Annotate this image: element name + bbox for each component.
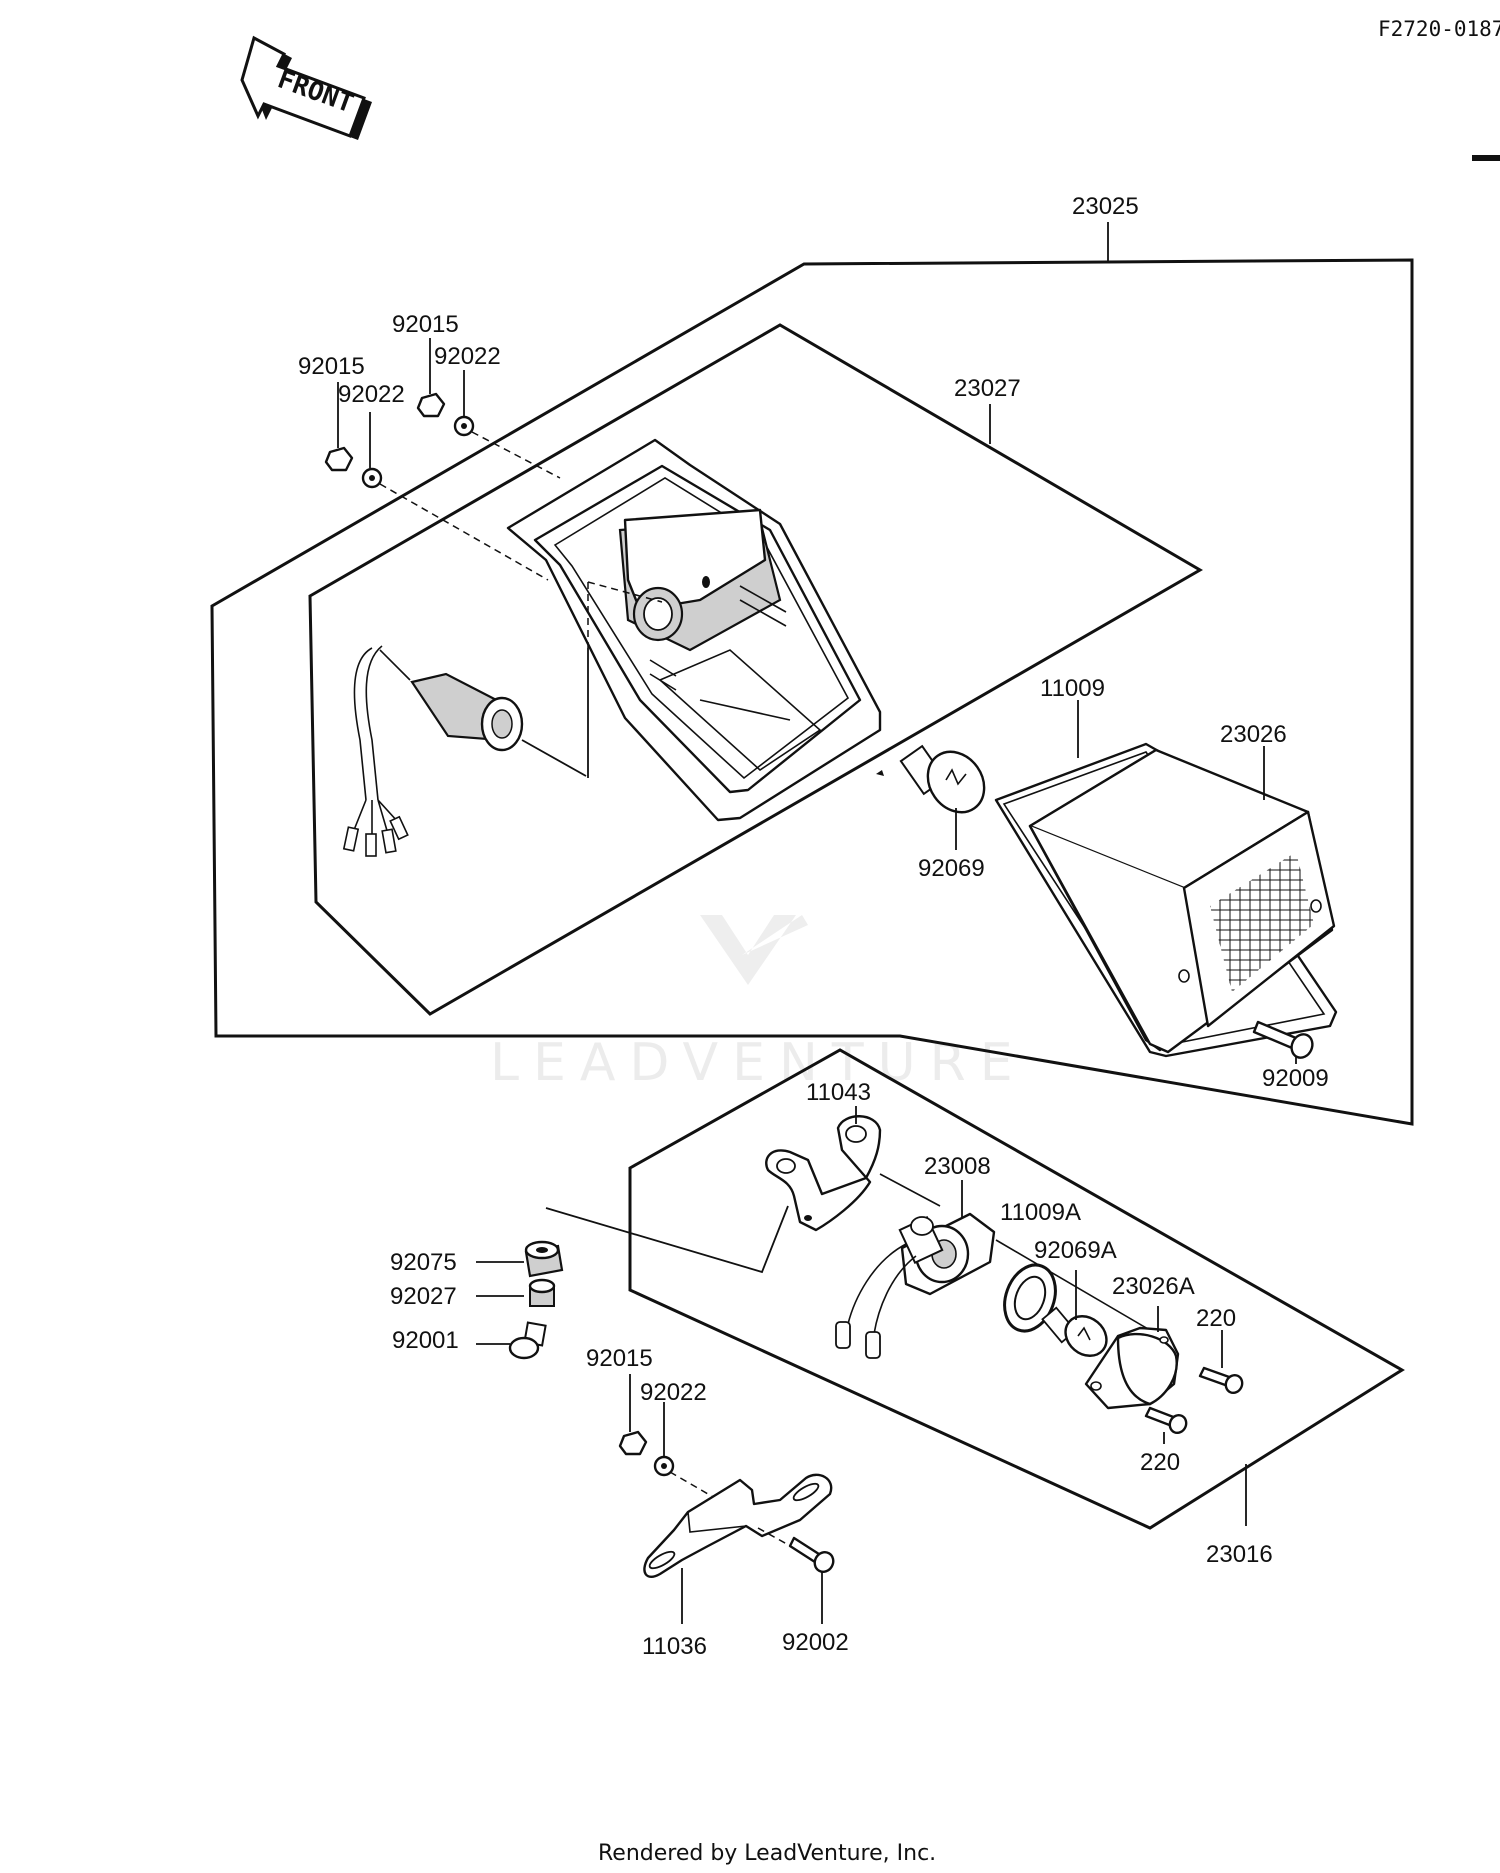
watermark-text: LEADVENTURE [490, 1033, 1027, 1093]
lens-23026A [1084, 1306, 1180, 1410]
callout-23026A: 23026A [1112, 1273, 1195, 1300]
screw-220-upper [1198, 1330, 1244, 1395]
watermark: LEADVENTURE [490, 785, 1027, 1093]
bolt-92002 [757, 1527, 835, 1624]
callout-11043: 11043 [806, 1079, 871, 1106]
callout-92027: 92027 [390, 1283, 457, 1310]
callout-92069A: 92069A [1034, 1237, 1117, 1264]
callout-92015-b: 92015 [392, 311, 459, 338]
bracket-11036 [618, 1374, 833, 1624]
callout-92022-c: 92022 [640, 1379, 707, 1406]
callout-92015-c: 92015 [586, 1345, 653, 1372]
callout-92001: 92001 [392, 1327, 459, 1354]
callout-92022-b: 92022 [434, 343, 501, 370]
bulb-92069A [1041, 1270, 1108, 1357]
diagram-code: F2720-0187 [1378, 17, 1500, 41]
callout-92069: 92069 [918, 855, 985, 882]
edge-mark [1472, 155, 1500, 161]
callout-92022-a: 92022 [338, 381, 405, 408]
bulb-92069 [899, 744, 986, 850]
screw-220-lower [1144, 1406, 1188, 1444]
housing-23027-frame [308, 323, 1203, 1016]
callout-11009A: 11009A [1000, 1199, 1081, 1226]
assembly-23025-frame [210, 258, 1414, 1126]
fasteners-top [324, 338, 561, 581]
fasteners-left [476, 1240, 564, 1360]
screw-92009 [1252, 1020, 1314, 1064]
callout-220-upper: 220 [1196, 1305, 1236, 1332]
callout-11009: 11009 [1040, 675, 1105, 702]
footer-credit: Rendered by LeadVenture, Inc. [598, 1841, 936, 1866]
callout-23016: 23016 [1206, 1541, 1273, 1568]
license-light-23016-frame [628, 1048, 1405, 1530]
socket-wire-harness [342, 645, 587, 857]
socket-23008 [835, 1180, 996, 1359]
front-arrow-icon: FRONT [240, 35, 372, 140]
callout-23025: 23025 [1072, 193, 1139, 220]
lens-23026 [994, 742, 1338, 1058]
callout-220-lower: 220 [1140, 1449, 1180, 1476]
tail-lamp-housing [506, 438, 882, 822]
callout-92075: 92075 [390, 1249, 457, 1276]
callout-23008: 23008 [924, 1153, 991, 1180]
callout-23027: 23027 [954, 375, 1021, 402]
callout-11036: 11036 [642, 1633, 707, 1660]
callout-92009: 92009 [1262, 1065, 1329, 1092]
callout-92015-a: 92015 [298, 353, 365, 380]
bracket-11043 [765, 1106, 882, 1232]
callout-92002: 92002 [782, 1629, 849, 1656]
callout-23026: 23026 [1220, 721, 1287, 748]
gasket-11009A [1003, 1263, 1057, 1333]
